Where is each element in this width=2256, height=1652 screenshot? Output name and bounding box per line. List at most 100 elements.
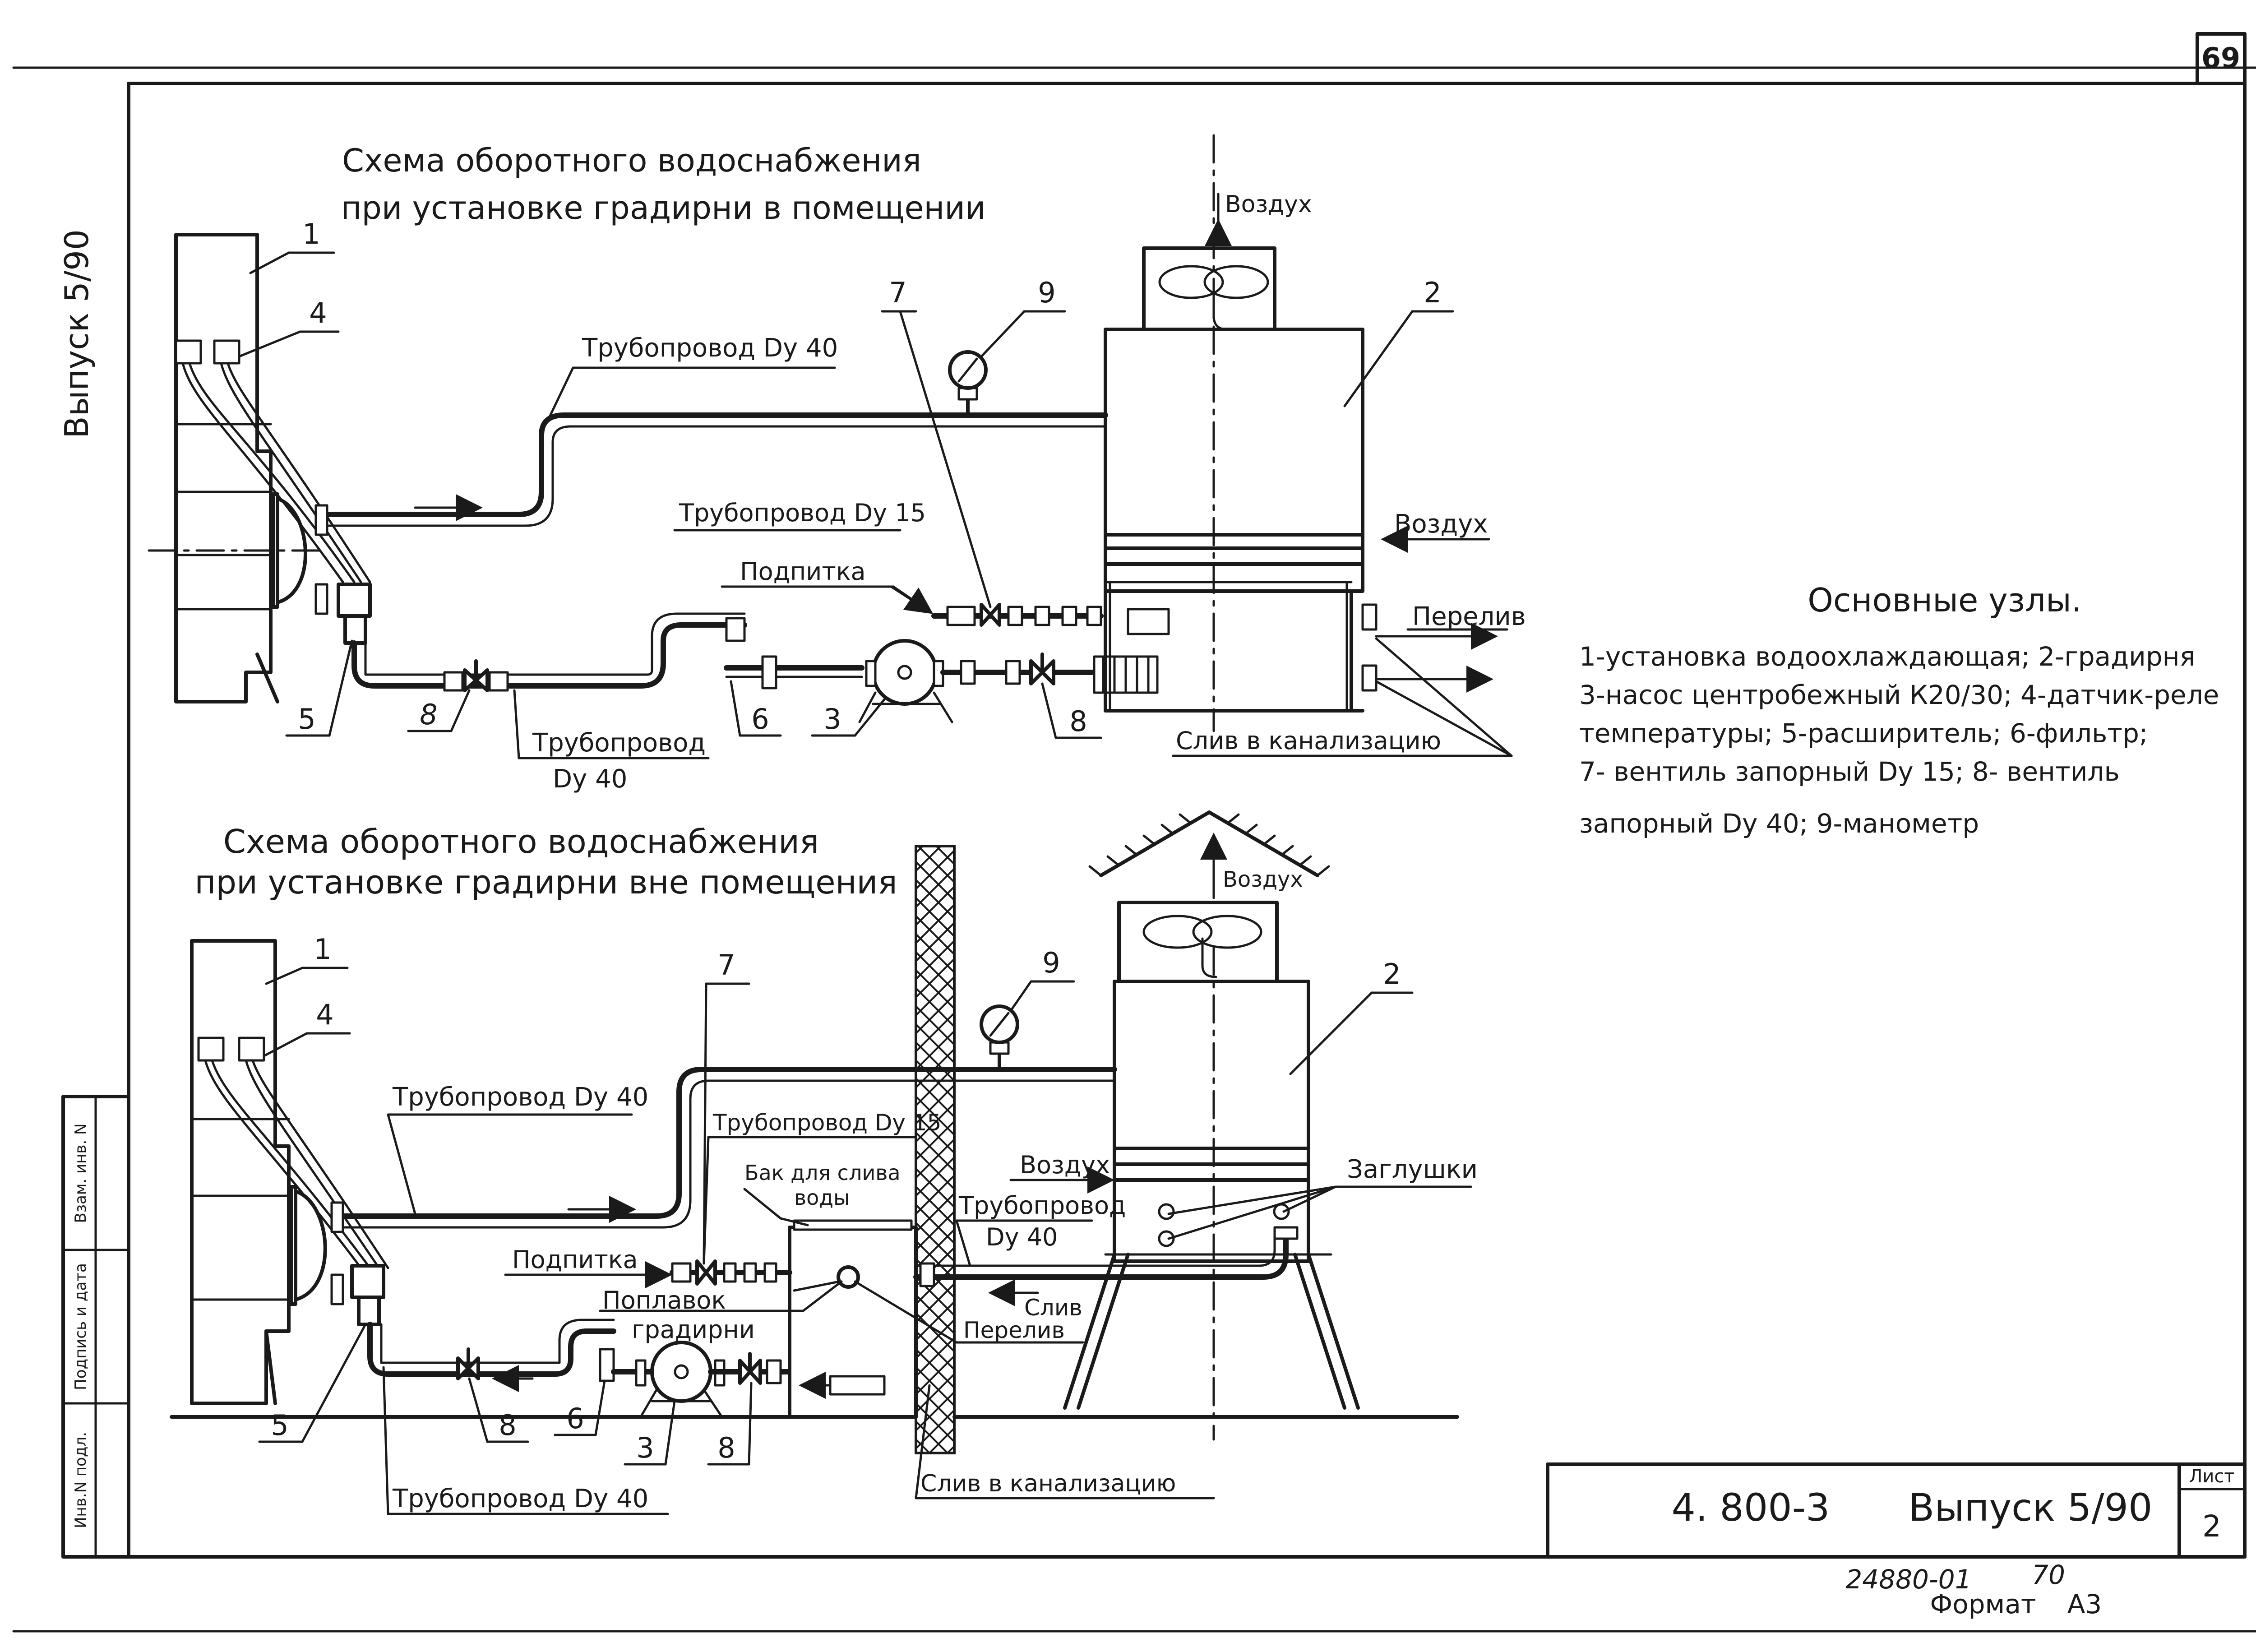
outdoor-float-label-line-2: градирни [632,1315,755,1344]
outdoor-valve-8-right [738,1352,782,1385]
legend-title: Основные узлы. [1808,581,2082,619]
indoor-pump [858,639,953,723]
outdoor-callout-2: 2 [1383,958,1401,990]
outdoor-pipe-main-label: Трубопровод Dy 40 [392,1083,648,1112]
outdoor-air-top-label: Воздух [1223,867,1303,892]
outdoor-callout-1: 1 [314,933,331,966]
footer-format-value: А3 [2067,1589,2102,1620]
footer-format-label: Формат [1930,1589,2036,1620]
indoor-makeup-label: Подпитка [740,557,866,586]
outdoor-expansion-tank-neck [357,1296,381,1326]
stamp-replacement-label: Взам. инв. N [72,1124,90,1223]
indoor-callout-8-right: 8 [1069,705,1087,738]
title-block-sheet-number: 2 [2202,1509,2221,1544]
title-block-sheet-header: Лист [2189,1466,2234,1487]
outdoor-filter [599,1348,615,1382]
indoor-valve-8-left [443,659,509,692]
indoor-supply-pipe [322,412,1108,517]
outdoor-supply-pipe [336,1067,1117,1219]
outdoor-pressure-gauge [980,1004,1019,1071]
outdoor-drain-label: Слив в канализацию [920,1470,1176,1497]
outdoor-tank-label-line-1: Бак для слива [744,1161,901,1185]
legend-line-2: 3-насос центробежный К20/30; 4-датчик-ре… [1579,680,2219,710]
indoor-callout-2: 2 [1424,276,1441,309]
indoor-cooling-tower [1104,134,1498,732]
indoor-callout-4: 4 [309,296,327,329]
footer-order-number: 24880-01 [1845,1564,1971,1595]
indoor-title-line-1: Схема оборотного водоснабжения [342,142,921,179]
outdoor-callout-8-right: 8 [717,1431,735,1464]
outdoor-callout-9: 9 [1042,946,1060,979]
legend-line-3: температуры; 5-расширитель; 6-фильтр; [1579,718,2148,749]
indoor-callout-8-left: 8 [420,698,437,731]
side-issue-label: Выпуск 5/90 [58,229,96,439]
indoor-valve-8-right [1029,652,1055,685]
legend-line-1: 1-установка водоохлаждающая; 2-градирня [1579,641,2196,672]
outdoor-title-line-1: Схема оборотного водоснабжения [223,823,819,861]
outdoor-valve-7 [671,1259,777,1286]
indoor-return-label-line-1: Трубопровод [532,728,706,758]
indoor-return-pipe [351,622,747,689]
outdoor-makeup-label: Подпитка [512,1245,638,1274]
indoor-overflow-label: Перелив [1412,602,1526,631]
indoor-callout-5: 5 [298,703,315,736]
indoor-callout-7: 7 [889,276,906,309]
indoor-air-top-label: Воздух [1225,191,1312,218]
outdoor-callout-7: 7 [717,949,735,981]
outdoor-pipe-bottom-label: Трубопровод Dy 40 [392,1484,648,1513]
outdoor-roof-canopy [1088,810,1330,899]
outdoor-return-pipe [367,1322,616,1377]
outdoor-air-side-label: Воздух [1020,1151,1110,1179]
outdoor-drain-tank [788,1219,918,1419]
indoor-filter [761,655,777,689]
indoor-callout-6: 6 [751,703,769,736]
outdoor-building-wall [915,845,956,1454]
outdoor-callout-4: 4 [316,998,333,1031]
indoor-expansion-tank [337,583,372,618]
title-block-code: 4. 800-3 [1672,1485,1830,1530]
outdoor-temp-sensor-2 [238,1037,265,1062]
outdoor-plugs-label: Заглушки [1347,1155,1478,1184]
legend: Основные узлы. 1-установка водоохлаждающ… [1579,581,2219,839]
indoor-callout-3: 3 [823,703,841,736]
title-block-issue: Выпуск 5/90 [1909,1485,2153,1530]
indoor-chiller-unit [148,233,371,703]
outdoor-callout-6: 6 [566,1402,584,1435]
legend-line-4: 7- вентиль запорный Dy 15; 8- вентиль [1579,756,2120,787]
outdoor-callout-8-left: 8 [499,1409,516,1442]
legend-line-5: запорный Dy 40; 9-манометр [1579,808,1979,839]
outdoor-pipe-mid-label-line-1: Трубопровод [958,1191,1126,1220]
stamp-signature-label: Подпись и дата [72,1263,90,1390]
outdoor-tank-label-line-2: воды [794,1185,850,1210]
outdoor-drain-short-label: Слив [1024,1295,1082,1321]
indoor-callouts: 1 4 5 8 6 3 8 7 9 2 [238,217,1454,739]
indoor-return-label-line-2: Dy 40 [553,764,627,794]
outdoor-callout-3: 3 [636,1431,654,1464]
scheme-indoor: Схема оборотного водоснабжения при устан… [148,134,1526,794]
stamp-inventory-label: Инв.N подл. [72,1432,90,1528]
outdoor-overflow-label: Перелив [963,1317,1065,1343]
outdoor-callout-5: 5 [271,1409,288,1442]
indoor-pressure-gauge [948,350,988,417]
indoor-callout-9: 9 [1038,276,1055,309]
indoor-air-side-label: Воздух [1394,509,1488,539]
footer-order-page: 70 [2032,1559,2065,1590]
outdoor-callouts: 1 4 5 8 6 3 8 7 9 2 [258,933,1414,1466]
outdoor-chiller-unit [190,939,389,1405]
indoor-title-line-2: при установке градирни в помещении [341,190,986,227]
indoor-temp-sensor-2 [213,339,240,365]
outdoor-pipe-small-label: Трубопровод Dy 15 [712,1110,941,1136]
scheme-outdoor: Схема оборотного водоснабжения при устан… [170,810,1478,1515]
outdoor-pipe-mid-label-line-2: Dy 40 [986,1223,1058,1251]
indoor-callout-1: 1 [302,217,320,250]
outdoor-title-line-2: при установке градирни вне помещения [194,863,897,901]
indoor-expansion-tank-neck [343,614,367,645]
outdoor-pump [635,1341,726,1418]
outdoor-expansion-tank [350,1264,385,1299]
indoor-pipe-main-label: Трубопровод Dy 40 [582,333,838,363]
outdoor-temp-sensor-1 [197,1037,225,1062]
indoor-valve-7 [946,603,1102,627]
indoor-pipe-small-label: Трубопровод Dy 15 [679,499,926,527]
indoor-drain-label: Слив в канализацию [1176,727,1441,755]
